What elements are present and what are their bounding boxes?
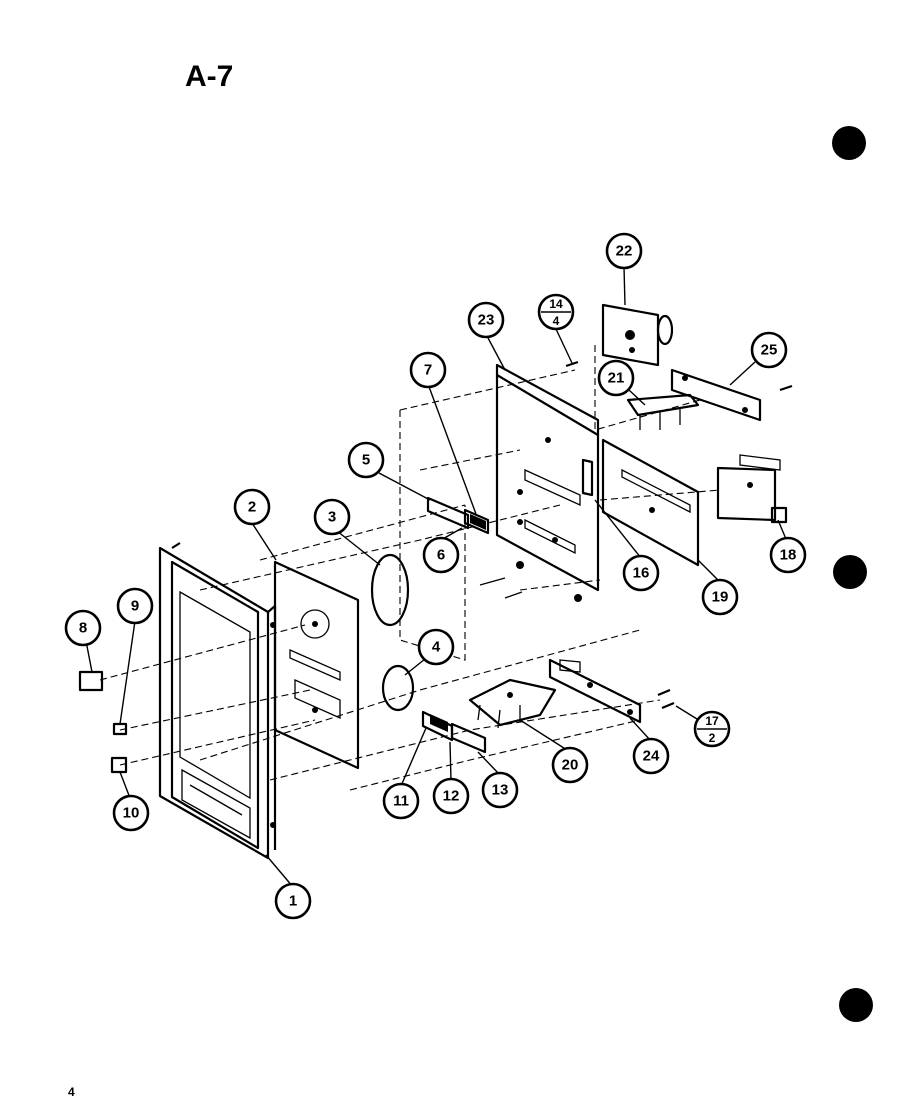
callout-label: 24	[643, 748, 660, 765]
callout-24: 24	[632, 737, 670, 775]
callout-11: 11	[382, 782, 420, 820]
callout-7: 7	[409, 351, 447, 389]
binder-hole-bottom	[839, 988, 873, 1022]
fraction-top: 14	[549, 297, 563, 311]
callout-18: 18	[769, 536, 807, 574]
fraction-top: 17	[705, 714, 719, 728]
callout-label: 18	[780, 547, 797, 564]
callout-3: 3	[313, 498, 351, 536]
callout-21: 21	[597, 359, 635, 397]
callout-label: 9	[131, 598, 139, 615]
callout-label: 11	[393, 793, 409, 810]
assembly-lines	[99, 345, 721, 791]
callout-16: 16	[622, 554, 660, 592]
callout-2: 2	[233, 488, 271, 526]
callout-label: 4	[432, 639, 441, 656]
callout-label: 7	[424, 362, 432, 379]
callout-label: 22	[616, 243, 633, 260]
callout-22: 22	[605, 232, 643, 270]
part-slide-strip	[581, 458, 594, 497]
fraction-bottom: 4	[553, 314, 560, 328]
part-inner-panel	[273, 560, 360, 770]
callout-label: 19	[712, 589, 729, 606]
leader-lines	[85, 266, 787, 888]
part-small-bracket	[670, 368, 762, 422]
part-circuit-board	[601, 438, 700, 567]
callout-20: 20	[551, 746, 589, 784]
callout-label: 8	[79, 620, 87, 637]
callout-label: 16	[633, 565, 650, 582]
binder-hole-top	[832, 126, 866, 160]
callout-label: 1	[289, 893, 297, 910]
callout-label: 3	[328, 509, 336, 526]
callout-label: 6	[437, 547, 445, 564]
callout-label: 25	[761, 342, 778, 359]
part-disc-lower	[381, 664, 415, 712]
page-number: 4	[68, 1085, 75, 1099]
callout-label: 10	[123, 805, 140, 822]
callout-10: 10	[112, 794, 150, 832]
part-motor	[601, 303, 674, 367]
callout-6: 6	[422, 536, 460, 574]
callout-5: 5	[347, 441, 385, 479]
binder-hole-middle	[833, 555, 867, 589]
callout-9: 9	[116, 587, 154, 625]
part-transformer	[716, 454, 788, 524]
callout-14-over-4: 14 4	[537, 293, 575, 331]
callout-label: 13	[492, 782, 509, 799]
part-switch	[626, 393, 700, 430]
callout-13: 13	[481, 771, 519, 809]
callout-12: 12	[432, 777, 470, 815]
part-lower-bracket	[548, 658, 642, 724]
part-upper-buttons	[426, 496, 490, 535]
callout-label: 12	[443, 788, 460, 805]
callout-label: 23	[478, 312, 495, 329]
diagram-title: A-7	[185, 60, 233, 93]
part-lower-switch	[468, 678, 557, 729]
callout-label: 2	[248, 499, 256, 516]
part-knobs	[78, 670, 128, 774]
callout-8: 8	[64, 609, 102, 647]
part-disc-upper	[370, 553, 410, 627]
callout-label: 20	[562, 757, 579, 774]
part-screws-17	[565, 360, 793, 710]
callout-19: 19	[701, 578, 739, 616]
callout-1: 1	[274, 882, 312, 920]
callout-25: 25	[750, 331, 788, 369]
part-lower-buttons	[421, 710, 487, 754]
part-main-bracket	[479, 363, 600, 602]
callout-23: 23	[467, 301, 505, 339]
callout-label: 21	[608, 370, 625, 387]
callout-label: 5	[362, 452, 370, 469]
fraction-bottom: 2	[709, 731, 716, 745]
callout-4: 4	[417, 628, 455, 666]
callout-17-over-2: 17 2	[693, 710, 731, 748]
part-door-frame	[158, 542, 277, 860]
